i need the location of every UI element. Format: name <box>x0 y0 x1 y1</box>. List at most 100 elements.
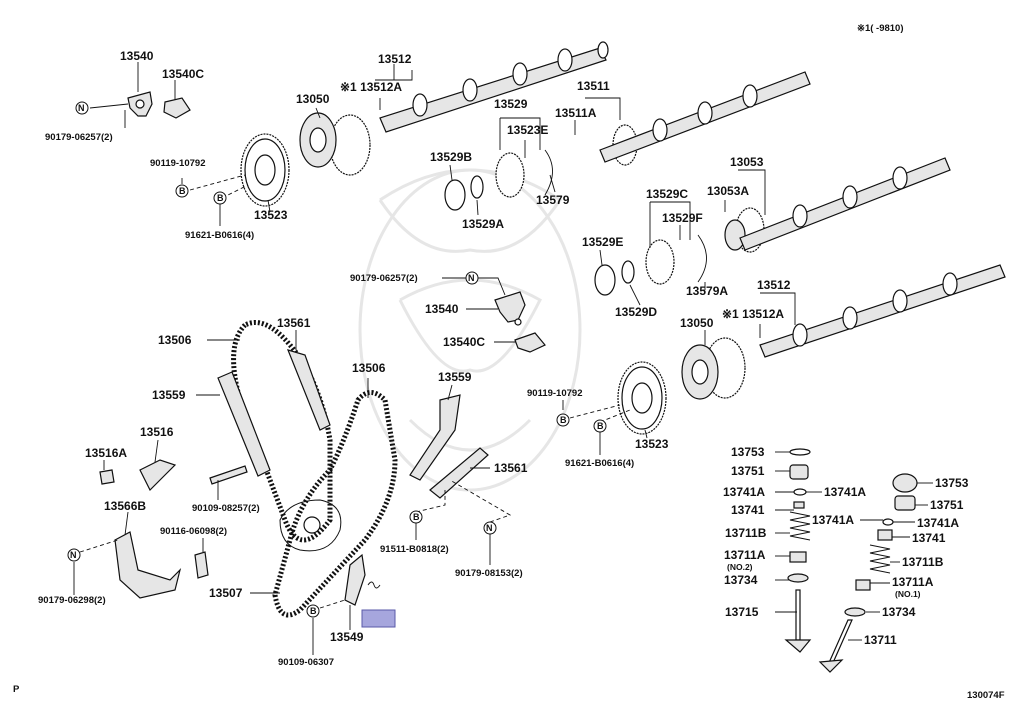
label-13751-left: 13751 <box>731 464 765 478</box>
label-90109-08257: 90109-08257(2) <box>192 503 260 514</box>
part-13512-camshaft-mid <box>759 264 1006 358</box>
label-13741a-right-2: 13741A <box>917 516 959 530</box>
label-13549: 13549 <box>330 630 364 644</box>
svg-text:N: N <box>468 273 475 283</box>
label-13579a: 13579A <box>686 284 728 298</box>
label-13506-left: 13506 <box>158 333 192 347</box>
highlight-box <box>361 609 396 628</box>
label-13741a-right-1: 13741A <box>812 513 854 527</box>
label-13511: 13511 <box>577 79 610 93</box>
part-13507-chain-lower <box>279 499 342 552</box>
label-13559-mid: 13559 <box>438 370 472 384</box>
part-13511-camshaft <box>599 71 811 166</box>
label-13741a-left-2: 13741A <box>824 485 866 499</box>
label-13512a: ※1 13512A <box>340 80 402 94</box>
part-13566b-bracket <box>114 531 182 599</box>
label-91621-b0616: 91621-B0616(4) <box>185 230 254 241</box>
svg-text:B: B <box>560 415 567 425</box>
label-13751-right: 13751 <box>930 498 964 512</box>
label-13512-mid: 13512 <box>757 278 791 292</box>
label-13506-mid: 13506 <box>352 361 386 375</box>
label-13741a-left-1: 13741A <box>723 485 765 499</box>
svg-text:B: B <box>179 186 186 196</box>
label-90116-06098: 90116-06098(2) <box>160 526 227 537</box>
label-13753-left: 13753 <box>731 445 765 459</box>
label-13511a: 13511A <box>555 106 597 120</box>
svg-text:N: N <box>78 103 85 113</box>
footer-code: 130074F <box>967 690 1005 701</box>
label-90109-06307: 90109-06307 <box>278 657 334 668</box>
label-13507: 13507 <box>209 586 243 600</box>
label-13512: 13512 <box>378 52 412 66</box>
svg-text:B: B <box>413 512 420 522</box>
label-13711a-left: 13711A <box>724 548 766 562</box>
footer-left: P <box>13 684 20 695</box>
part-13523-sprocket-top <box>240 133 290 207</box>
part-13529-rings <box>444 149 553 211</box>
svg-text:N: N <box>486 523 493 533</box>
valve-parts-left <box>784 448 812 653</box>
part-13506-chain-mid <box>272 390 398 618</box>
label-13540c: 13540C <box>162 67 204 81</box>
part-labels: ※1( -9810) 13540 13540C 90179-06257(2) 1… <box>13 23 1005 701</box>
part-bolt-90116 <box>194 551 209 579</box>
part-13053-camshaft <box>724 157 951 253</box>
label-13579: 13579 <box>536 193 570 207</box>
leader-lines <box>73 64 933 655</box>
label-90179-06257: 90179-06257(2) <box>45 132 113 143</box>
part-13516-bracket <box>99 459 177 492</box>
valve-parts-right <box>818 473 918 673</box>
label-13529c: 13529C <box>646 187 688 201</box>
label-90179-06257-mid: 90179-06257(2) <box>350 273 418 284</box>
label-13559-left: 13559 <box>152 388 186 402</box>
label-13540: 13540 <box>120 49 154 63</box>
label-13711a-right: 13711A <box>892 575 934 589</box>
label-13529a: 13529A <box>462 217 504 231</box>
part-13540-top <box>89 62 191 119</box>
header-note: ※1( -9810) <box>857 23 904 34</box>
svg-text:B: B <box>597 421 604 431</box>
label-90119-10792-mid: 90119-10792 <box>527 388 582 399</box>
label-13753-right: 13753 <box>935 476 969 490</box>
watermark-emblem <box>358 168 582 492</box>
label-13050: 13050 <box>296 92 330 106</box>
label-13516a: 13516A <box>85 446 127 460</box>
label-13734-right: 13734 <box>882 605 916 619</box>
label-13529e: 13529E <box>582 235 623 249</box>
label-90119-10792: 90119-10792 <box>150 158 205 169</box>
label-90179-08153: 90179-08153(2) <box>455 568 523 579</box>
part-13506-chain-left <box>231 320 333 543</box>
label-13523e: 13523E <box>507 123 548 137</box>
marker-n <box>75 101 89 115</box>
circle-markers: B B N B B B N N B <box>67 184 607 618</box>
part-13549-tensioner <box>344 553 381 606</box>
label-13053a: 13053A <box>707 184 749 198</box>
part-13512-camshaft-top <box>379 41 609 133</box>
part-13050-camgear-mid <box>681 337 746 400</box>
label-13711b-left: 13711B <box>725 526 767 540</box>
label-13050-mid: 13050 <box>680 316 714 330</box>
label-13561-top: 13561 <box>277 316 311 330</box>
label-13529d: 13529D <box>615 305 657 319</box>
label-13523: 13523 <box>254 208 288 222</box>
label-13053: 13053 <box>730 155 764 169</box>
part-13561-guide-mid <box>429 447 489 499</box>
label-13561-mid: 13561 <box>494 461 528 475</box>
label-13540c-mid: 13540C <box>443 335 485 349</box>
label-13523-mid: 13523 <box>635 437 669 451</box>
part-13561-guide-top <box>286 349 331 431</box>
label-13566b: 13566B <box>104 499 146 513</box>
label-91511-b0818: 91511-B0818(2) <box>380 544 449 555</box>
svg-text:B: B <box>217 193 224 203</box>
label-13741-right: 13741 <box>912 531 946 545</box>
label-13734-left: 13734 <box>724 573 758 587</box>
label-13516: 13516 <box>140 425 174 439</box>
svg-text:N: N <box>70 550 77 560</box>
label-13711a-right-sub: (NO.1) <box>895 589 921 599</box>
part-13559-guide-left <box>217 371 271 477</box>
label-13529f: 13529F <box>662 211 703 225</box>
part-bolt-90109-08257 <box>209 465 248 485</box>
part-13540-mid <box>494 291 546 353</box>
